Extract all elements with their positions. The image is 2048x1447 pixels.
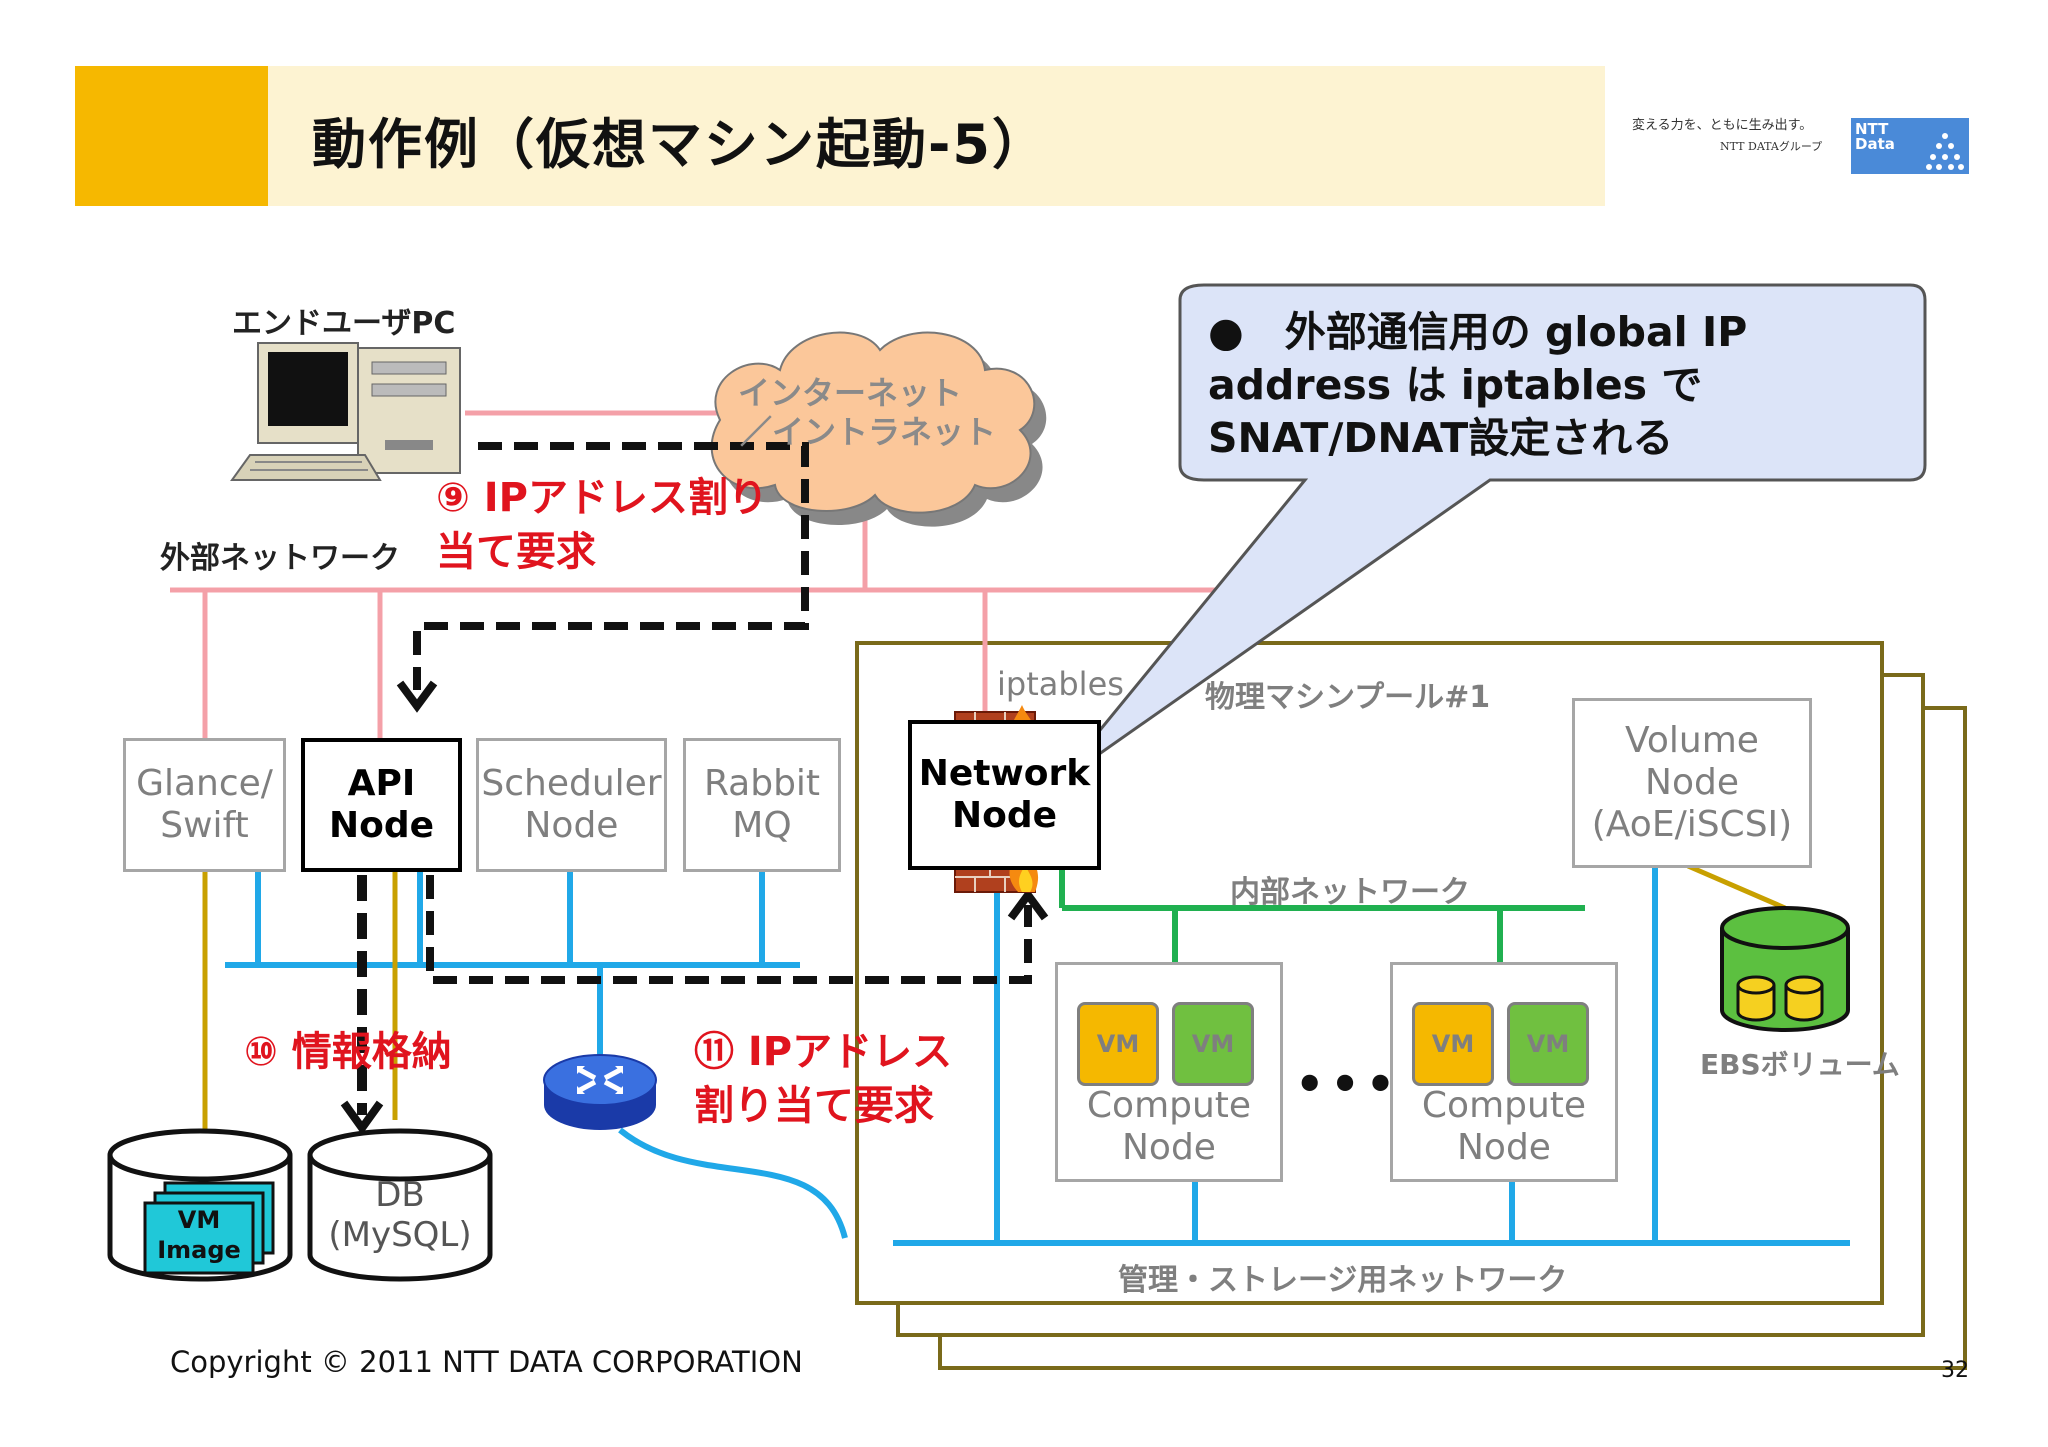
internet-label-2: ／イントラネット — [740, 413, 997, 451]
api-node: API Node — [301, 738, 462, 872]
title-accent-bar — [75, 66, 268, 206]
vm-image-label: VM Image — [157, 1206, 241, 1264]
end-user-pc-icon — [230, 342, 461, 481]
network-node: Network Node — [908, 720, 1101, 870]
vm-instance: VM — [1507, 1002, 1589, 1086]
step10-arrowhead — [340, 1100, 384, 1135]
mysql-db-label: DB (MySQL) — [328, 1175, 472, 1255]
pool-label: 物理マシンプール#1 — [1205, 680, 1491, 715]
vm-instance: VM — [1172, 1002, 1254, 1086]
internet-cloud-shape — [710, 331, 1036, 514]
more-nodes-dots: ••• — [1295, 1057, 1402, 1111]
page-number: 32 — [1941, 1358, 1969, 1383]
step11-label: ⑪ IPアドレス 割り当て要求 — [694, 1029, 953, 1129]
volume-node: Volume Node (AoE/iSCSI) — [1572, 698, 1812, 868]
step9-arrow — [413, 442, 809, 690]
internet-label-1: インターネット — [738, 374, 963, 412]
step11-arrowhead — [1007, 888, 1049, 921]
end-user-pc-label: エンドユーザPC — [232, 306, 456, 341]
step9-label: ⑨ IPアドレス割り 当て要求 — [436, 475, 768, 575]
callout-bubble — [1053, 283, 1927, 787]
glance-storage-cylinder — [107, 1128, 293, 1282]
internal-network-lines — [1059, 866, 1585, 962]
step11-arrow — [426, 875, 1032, 984]
logo-tagline: 変える力を、ともに生み出す。 — [1632, 118, 1813, 133]
logo-word: NTT Data — [1855, 120, 1895, 153]
page-title: 動作例（仮想マシン起動-5） — [312, 113, 1048, 176]
storage-links — [202, 863, 1786, 1130]
logo-triangle-icon — [1926, 133, 1964, 170]
mgmt-network-label: 管理・ストレージ用ネットワーク — [1118, 1263, 1568, 1298]
mysql-db-cylinder — [307, 1128, 493, 1282]
external-network-label: 外部ネットワーク — [160, 541, 400, 576]
scheduler-node: Scheduler Node — [476, 738, 667, 872]
title-band — [268, 66, 1605, 206]
copyright: Copyright © 2011 NTT DATA CORPORATION — [170, 1345, 803, 1379]
vm-instance: VM — [1077, 1002, 1159, 1086]
logo-group: NTT DATAグループ — [1720, 140, 1823, 153]
ebs-label: EBSボリューム — [1700, 1048, 1900, 1081]
vm-instance: VM — [1412, 1002, 1494, 1086]
ebs-volume-icon — [1720, 906, 1850, 1032]
step9-arrowhead — [396, 680, 438, 713]
mgmt-network-lines — [225, 866, 1850, 1246]
internal-network-label: 内部ネットワーク — [1230, 875, 1470, 910]
glance-swift-node: Glance/ Swift — [123, 738, 286, 872]
step10-label: ⑩ 情報格納 — [244, 1029, 452, 1075]
rabbitmq-node: Rabbit MQ — [683, 738, 841, 872]
iptables-label: iptables — [997, 665, 1124, 703]
callout-text: ● 外部通信用の global IP address は iptables で … — [1208, 308, 1748, 462]
router-icon — [543, 1054, 657, 1130]
